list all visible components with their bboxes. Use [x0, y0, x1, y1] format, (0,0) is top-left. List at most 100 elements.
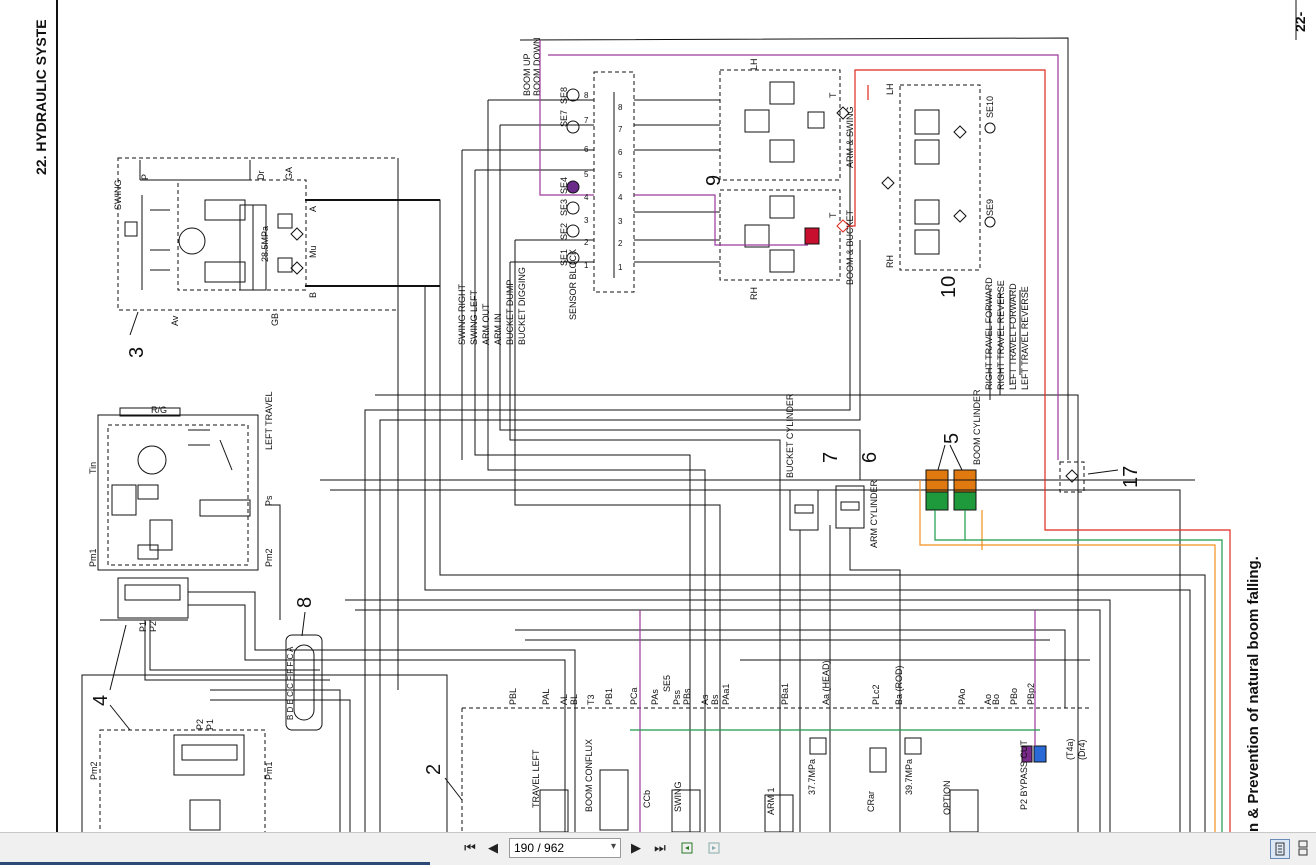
label-t4a: (T4a) [1065, 738, 1075, 760]
svg-text:5: 5 [618, 171, 623, 180]
label-pbs: PBs [682, 688, 692, 705]
svg-text:1: 1 [584, 261, 589, 270]
last-page-icon[interactable]: ⏭ [654, 840, 666, 856]
prev-page-icon[interactable]: ◀ [488, 840, 498, 856]
chevron-down-icon[interactable]: ▾ [610, 841, 616, 852]
svg-text:6: 6 [584, 145, 589, 154]
bucket-cylinder-7 [789, 489, 819, 531]
page-number-input[interactable]: 190 / 962 ▾ [509, 838, 621, 858]
label-rtr: RIGHT TRAVEL REVERSE [996, 280, 1006, 390]
label-dr: Dr [256, 171, 266, 181]
label-a-port: A [308, 206, 318, 212]
label-p-swing: P [140, 174, 150, 180]
svg-text:7: 7 [618, 125, 623, 134]
component-4-callout: 4 [90, 695, 112, 706]
label-pm2-travel: Pm2 [264, 548, 274, 567]
label-p2-bypass: P2 BYPASS CUT [1019, 740, 1029, 810]
label-boom-down: BOOM DOWN [532, 38, 542, 97]
label-se8: SE8 [559, 87, 569, 104]
label-pca: PCa [629, 687, 639, 705]
forward-icon[interactable] [704, 839, 722, 857]
left-travel-motor [97, 407, 259, 571]
travel-valve-block [100, 577, 189, 621]
label-crar: CRar [866, 791, 876, 812]
label-paa1: PAa1 [721, 684, 731, 705]
label-travel-left: TRAVEL LEFT [531, 749, 541, 808]
pilot-line-purple [539, 40, 1059, 832]
first-page-icon[interactable]: ⏮ [464, 840, 476, 856]
label-se3: SE3 [559, 199, 569, 216]
label-ba-rod: Ba (ROD) [894, 665, 904, 705]
label-arm-out: ARM OUT [481, 303, 491, 345]
label-bs: Bs [710, 694, 720, 705]
label-pressure-285: 28.5MPa [260, 226, 270, 262]
label-swivel-ports: B D E C C F F F C A [286, 646, 295, 720]
hydraulic-schematic: 22. HYDRAULIC SYSTE 22- n & Prevention o… [33, 0, 1308, 832]
label-se1: SE1 [559, 249, 569, 266]
svg-text:5: 5 [584, 170, 589, 179]
viewer-toolbar: ⏮ ◀ 190 / 962 ▾ ▶ ⏭ [0, 832, 1316, 865]
svg-text:2: 2 [584, 238, 589, 247]
component-7-callout: 7 [820, 452, 842, 463]
label-ltr: LEFT TRAVEL REVERSE [1020, 286, 1030, 390]
label-bo: Bo [991, 694, 1001, 705]
label-bucket-digging: BUCKET DIGGING [517, 267, 527, 345]
label-swing-section: SWING [673, 782, 683, 813]
page-number-ref: 22- [1292, 11, 1308, 32]
component-10-callout: 10 [938, 276, 960, 298]
pump-assembly [81, 674, 448, 832]
back-icon[interactable] [679, 839, 697, 857]
component-6-callout: 6 [859, 452, 881, 463]
component-2-callout: 2 [423, 764, 445, 775]
next-page-icon[interactable]: ▶ [631, 840, 641, 856]
label-b-port: B [308, 292, 318, 298]
label-pm1-travel: Pm1 [88, 548, 98, 567]
label-rtf: RIGHT TRAVEL FORWARD [984, 277, 994, 390]
label-pbp2: PBp2 [1026, 683, 1036, 705]
sensor-block [566, 71, 635, 293]
component-17-callout: 17 [1120, 466, 1142, 488]
label-pm1-pump: Pm1 [264, 761, 274, 780]
label-arm-in: ARM IN [493, 314, 503, 346]
remote-control-valve-9 [719, 69, 850, 281]
svg-text:4: 4 [584, 193, 589, 202]
label-t3: T3 [586, 694, 596, 705]
label-dr4: (Dr4) [1077, 740, 1087, 761]
svg-text:3: 3 [618, 217, 623, 226]
label-swing-left: SWING LEFT [469, 289, 479, 345]
label-ccb: CCb [642, 790, 652, 808]
label-se9: SE9 [985, 199, 995, 216]
label-pss: Pss [672, 689, 682, 705]
caption-text: n & Prevention of natural boom falling. [1245, 556, 1262, 832]
label-arm1: ARM 1 [766, 787, 776, 815]
main-control-valve [461, 707, 1090, 832]
label-pbo: PBo [1009, 688, 1019, 705]
label-plc2: PLc2 [871, 684, 881, 705]
center-swivel-joint [285, 634, 323, 731]
pilot-line-green [630, 510, 1223, 832]
label-pressure-377: 37.7MPa [807, 759, 817, 795]
label-pas: PAs [650, 689, 660, 705]
svg-text:4: 4 [618, 193, 623, 202]
label-rh-9: RH [749, 287, 759, 300]
label-p1-travel: P1 [138, 621, 148, 632]
label-pal: PAL [541, 689, 551, 705]
label-p2-pump: P2 [195, 719, 205, 730]
label-swing: SWING [113, 180, 123, 211]
label-se10: SE10 [985, 96, 995, 118]
label-bucket-cylinder: BUCKET CYLINDER [785, 393, 795, 478]
label-pm2-pump: Pm2 [89, 761, 99, 780]
svg-text:7: 7 [584, 116, 589, 125]
pilot-line-orange [919, 480, 1216, 832]
label-boom-up: BOOM UP [522, 53, 532, 96]
label-aa-head: Aa (HEAD) [821, 660, 831, 705]
label-gb: GB [270, 313, 280, 326]
label-arm-cylinder: ARM CYLINDER [869, 479, 879, 548]
single-page-view-icon[interactable] [1270, 839, 1290, 859]
svg-text:8: 8 [584, 91, 589, 100]
label-se5: SE5 [662, 675, 672, 692]
label-tin: Tin [88, 462, 98, 474]
section-title: 22. HYDRAULIC SYSTE [33, 19, 49, 175]
label-mu: Mu [308, 245, 318, 258]
continuous-view-icon[interactable] [1294, 839, 1312, 857]
